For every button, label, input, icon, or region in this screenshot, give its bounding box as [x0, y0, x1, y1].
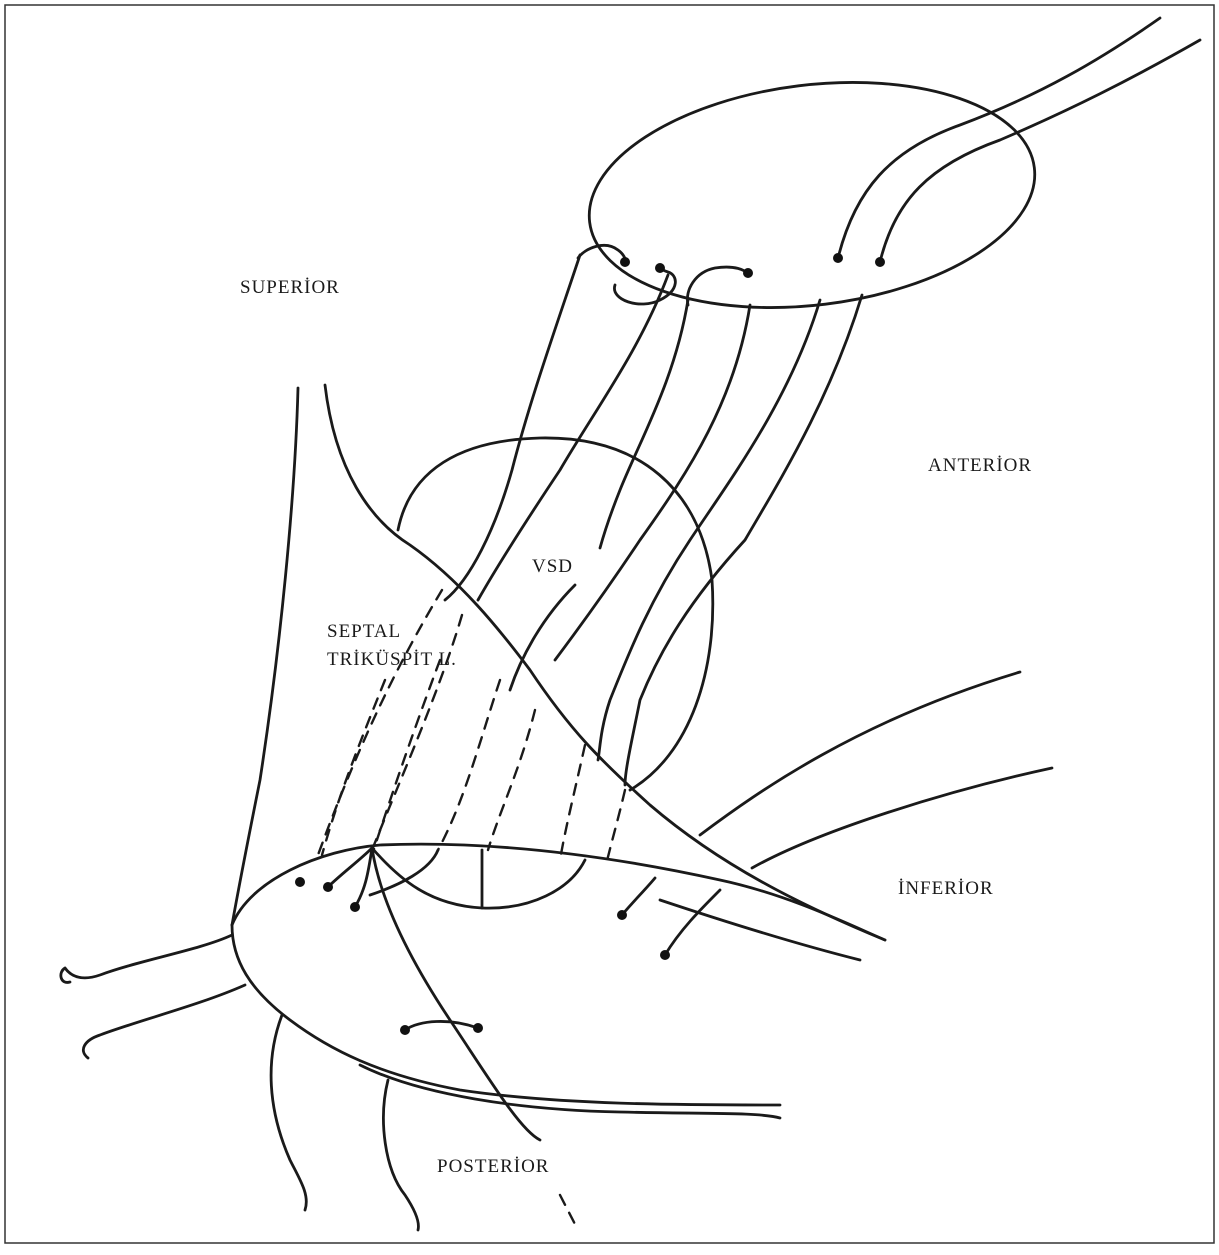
- chorda-2: [478, 275, 668, 600]
- attachment-dot: [660, 950, 670, 960]
- inferior-line-3: [660, 900, 860, 960]
- left-wavy-2: [83, 985, 245, 1058]
- chorda-5: [598, 300, 820, 760]
- annulus-upper-edge: [232, 844, 885, 940]
- label-vsd: VSD: [532, 556, 573, 577]
- attachment-dot: [743, 268, 753, 278]
- chorda-1: [445, 255, 580, 600]
- attachment-dot: [620, 257, 630, 267]
- short-chorda-a: [622, 878, 655, 915]
- label-tricuspid: TRİKÜSPİT L.: [327, 649, 457, 670]
- vsd-circle: [398, 438, 713, 790]
- dashed-chorda-7: [560, 745, 585, 860]
- attachment-dot: [400, 1025, 410, 1035]
- upper-oval: [576, 59, 1047, 332]
- attachment-dot: [350, 902, 360, 912]
- annulus-lower-edge: [232, 925, 780, 1105]
- inferior-line-2: [752, 768, 1052, 868]
- loop-1: [578, 245, 626, 265]
- label-septal: SEPTAL: [327, 621, 401, 642]
- septal-leaflet-left-edge: [232, 388, 298, 925]
- dashed-chorda-4: [322, 680, 385, 855]
- attachment-dot: [617, 910, 627, 920]
- chorda-3: [600, 300, 688, 548]
- attachment-dot: [295, 877, 305, 887]
- attachment-dot: [655, 263, 665, 273]
- attachment-dot: [833, 253, 843, 263]
- bottom-wavy-1: [271, 1015, 306, 1210]
- label-inferior: İNFERİOR: [898, 878, 994, 899]
- label-posterior: POSTERİOR: [437, 1156, 549, 1177]
- annulus-lower-edge-2: [360, 1065, 780, 1118]
- label-anterior: ANTERİOR: [928, 455, 1032, 476]
- upper-right-line-2: [880, 40, 1200, 262]
- upper-right-line-1: [838, 18, 1160, 258]
- attachment-dot: [323, 882, 333, 892]
- chorda-4: [555, 305, 750, 660]
- loop-2: [614, 268, 675, 304]
- posterior-chorda: [405, 1021, 478, 1030]
- chorda-7: [510, 585, 575, 690]
- bottom-wavy-2: [383, 1080, 418, 1230]
- dashed-chorda-5: [438, 680, 500, 850]
- chorda-6: [625, 295, 862, 785]
- inferior-line-1: [700, 672, 1020, 835]
- dashed-chorda-6: [488, 710, 535, 850]
- attachment-dot: [473, 1023, 483, 1033]
- cusp-arc: [372, 848, 585, 908]
- label-superior: SUPERİOR: [240, 277, 340, 298]
- left-wavy-1: [61, 935, 232, 982]
- attachment-dot: [875, 257, 885, 267]
- dashed-chorda-8: [606, 790, 625, 865]
- short-chorda-b: [665, 890, 720, 955]
- lower-dash: [560, 1195, 578, 1230]
